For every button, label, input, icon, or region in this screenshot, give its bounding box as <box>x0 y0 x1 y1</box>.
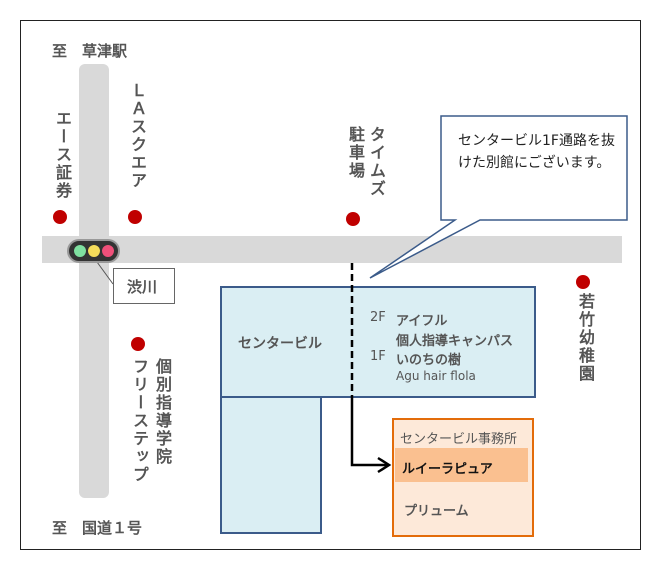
callout-text: センタービル1F通路を抜けた別館にございます。 <box>458 133 615 171</box>
ace-marker <box>53 210 67 224</box>
shibukawa-box <box>113 268 175 304</box>
free-step-marker <box>131 337 145 351</box>
kobetsu-label: 個別指導学院 <box>153 358 172 466</box>
arrow-right-icon <box>377 456 392 474</box>
horizontal-road <box>42 236 622 263</box>
callout-box <box>369 115 628 279</box>
la-square-label: ＬＡスクエア <box>128 82 147 190</box>
tenant-aiful: アイフル <box>396 314 448 329</box>
ace-label: エース証券 <box>53 110 72 200</box>
floor-2f-label: 2F <box>370 310 386 325</box>
times-label: タイムズ <box>367 126 386 198</box>
vertical-road <box>79 64 109 498</box>
la-square-marker <box>128 210 142 224</box>
parking-marker <box>346 212 360 226</box>
center-building <box>220 286 536 398</box>
map-frame <box>20 20 641 550</box>
wakatake-marker <box>576 275 590 289</box>
tenant-inochi: いのちの樹 <box>396 353 462 368</box>
to-kusatsu-label: 至 草津駅 <box>52 42 128 60</box>
shibukawa-leader <box>96 261 114 285</box>
center-building-wing <box>220 396 322 534</box>
shibukawa-label: 渋川 <box>127 278 158 296</box>
parking-label: 駐車場 <box>346 126 365 180</box>
free-step-label: フリーステップ <box>130 358 149 484</box>
louis-highlight <box>395 448 528 482</box>
to-route1-label: 至 国道１号 <box>52 519 143 537</box>
wakatake-label: 若竹幼稚園 <box>576 293 595 383</box>
center-building-label: センタービル <box>238 336 322 352</box>
louis-label: ルイーラピュア <box>402 462 493 477</box>
floor-1f-label: 1F <box>370 349 386 364</box>
office-label: センタービル事務所 <box>400 432 518 447</box>
prium-label: プリューム <box>404 504 469 519</box>
tenant-agu: Agu hair flola <box>396 369 476 383</box>
tenant-kobetsu: 個人指導キャンパス <box>396 334 514 349</box>
